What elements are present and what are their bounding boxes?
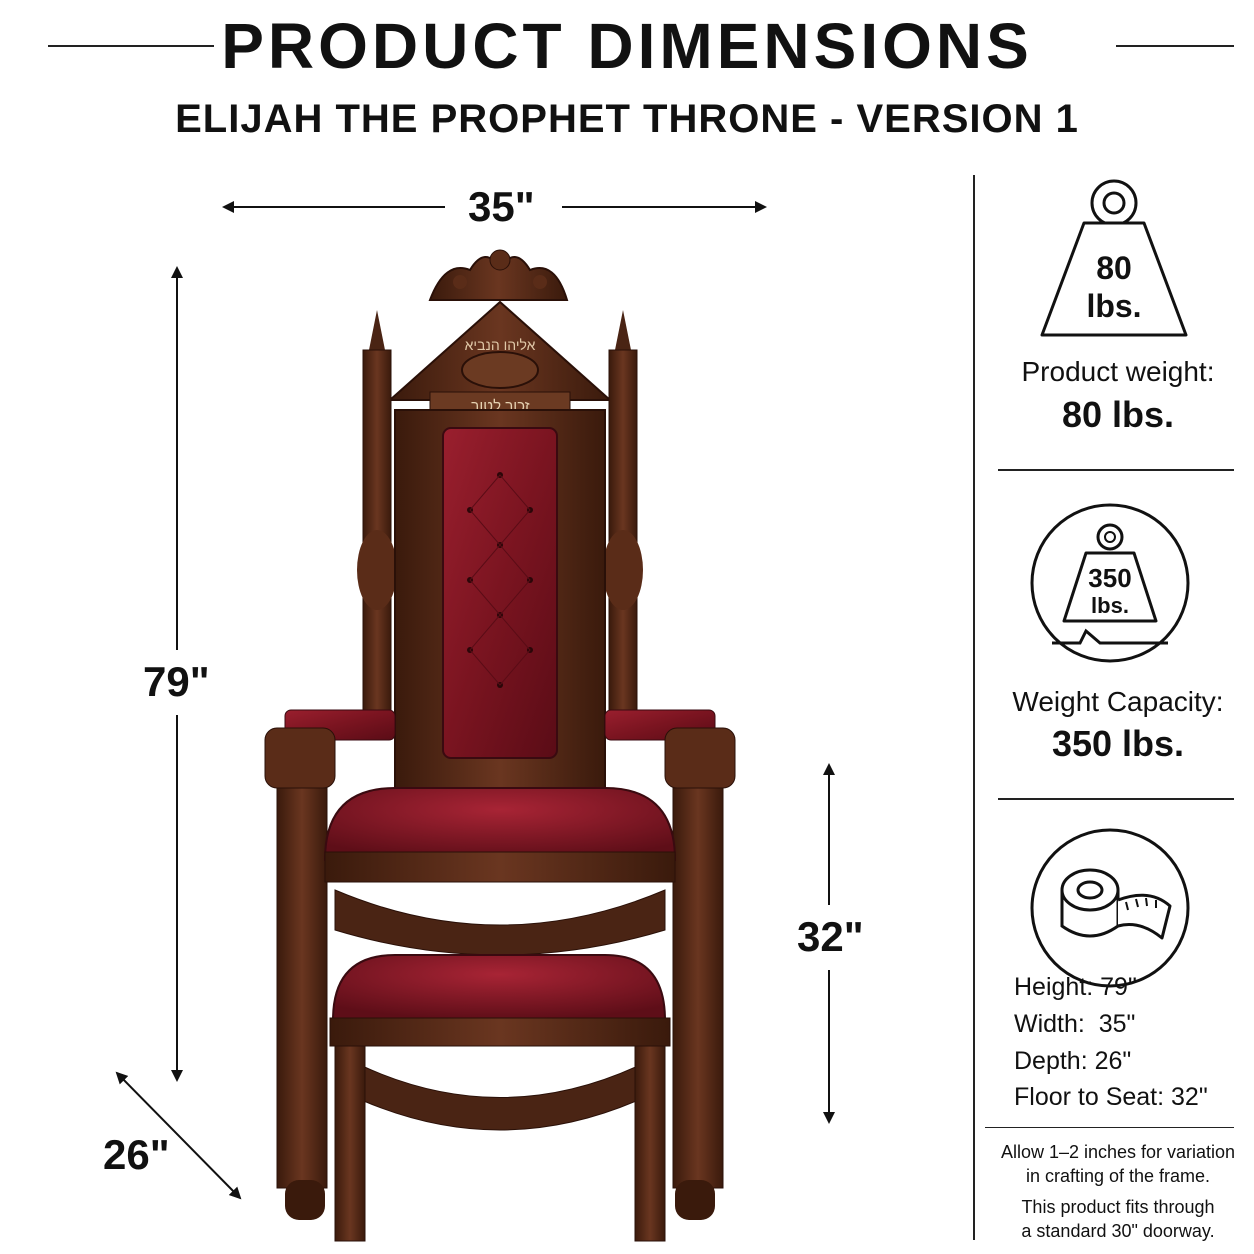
footstool-rail	[329, 1017, 671, 1047]
capacity-icon-unit: lbs.	[1091, 593, 1129, 618]
capacity-value: 350 lbs.	[1051, 723, 1185, 764]
right-arm	[604, 709, 736, 1189]
seat-cushion	[323, 787, 677, 861]
spec-width: Width: 35"	[1014, 1010, 1136, 1038]
carved-apron	[334, 889, 666, 956]
depth-label: 26"	[103, 1131, 170, 1178]
capacity-label: Weight Capacity:	[1012, 686, 1224, 717]
spec-depth: Depth: 26"	[1014, 1047, 1132, 1075]
left-column	[357, 310, 397, 711]
footstool-cushion	[331, 954, 667, 1021]
spec-height: Height: 79"	[1014, 973, 1137, 1001]
weight-label: Product weight:	[1021, 356, 1215, 387]
height-label: 79"	[143, 658, 210, 705]
width-label: 35"	[468, 183, 535, 230]
throne-foot-left	[285, 1180, 325, 1220]
footstool-leg-right	[634, 1045, 666, 1242]
throne-foot-right	[675, 1180, 715, 1220]
dimension-arrows	[115, 201, 835, 1200]
depth-arrow	[115, 1071, 242, 1200]
title-rule-right	[1116, 45, 1234, 47]
capacity-icon-value: 350	[1088, 563, 1131, 593]
right-column	[603, 310, 643, 711]
oval-medallion	[461, 351, 539, 389]
panel-separator-3	[985, 1127, 1234, 1128]
throne-image: אליהו הנביא זכור לטוב	[264, 249, 736, 1242]
spec-floor-to-seat: Floor to Seat: 32"	[1014, 1083, 1208, 1111]
title-rule-left	[48, 45, 214, 47]
panel-separator-2	[998, 798, 1234, 800]
crown-crest	[428, 249, 569, 301]
weight-icon: 80 lbs.	[1040, 179, 1188, 337]
page-subtitle: ELIJAH THE PROPHET THRONE - VERSION 1	[175, 97, 1079, 141]
weight-icon-value: 80	[1096, 250, 1132, 286]
seat-height-label: 32"	[797, 913, 864, 960]
note-doorway-line1: This product fits through	[1021, 1197, 1215, 1217]
page-title: PRODUCT DIMENSIONS	[221, 10, 1033, 82]
panel-divider	[973, 175, 975, 1240]
footstool-leg-left	[334, 1045, 366, 1242]
note-variation-line2: in crafting of the frame.	[1025, 1166, 1211, 1186]
weight-icon-unit: lbs.	[1086, 288, 1141, 324]
panel-separator-1	[998, 469, 1234, 471]
note-doorway-line2: a standard 30" doorway.	[1021, 1221, 1215, 1241]
footstool-apron	[339, 1054, 661, 1131]
weight-value: 80 lbs.	[1061, 394, 1175, 435]
capacity-icon: 350 lbs.	[1030, 503, 1190, 663]
left-arm	[264, 709, 396, 1189]
seat-rail	[324, 851, 676, 883]
top-inscription: אליהו הנביא	[465, 337, 536, 353]
note-variation-line1: Allow 1–2 inches for variation	[1000, 1142, 1236, 1162]
tape-measure-icon	[1030, 828, 1190, 988]
tufting-lines	[469, 474, 531, 686]
